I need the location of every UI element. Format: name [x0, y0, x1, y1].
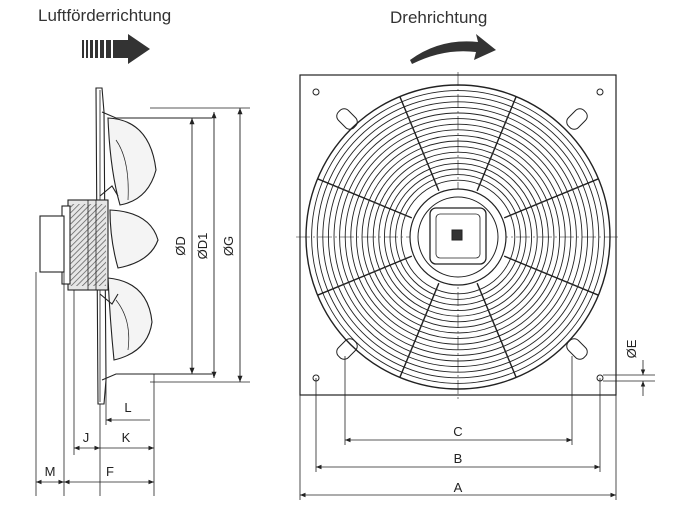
- dim-g-label: ØG: [221, 236, 236, 256]
- airflow-direction-title: Luftförderrichtung: [38, 6, 172, 25]
- dim-j-label: J: [83, 430, 90, 445]
- side-view-diameter-dimensions: [189, 108, 243, 382]
- guard-spoke: [317, 255, 413, 296]
- guard-spoke: [399, 96, 440, 192]
- dim-b-label: B: [454, 451, 463, 466]
- rotation-direction-title: Drehrichtung: [390, 8, 488, 27]
- guard-spoke: [476, 282, 517, 378]
- dim-l-label: L: [124, 400, 131, 415]
- guard-spoke: [476, 96, 517, 192]
- dim-a-label: A: [454, 480, 463, 495]
- dim-m-label: M: [45, 464, 56, 479]
- dim-c-label: C: [453, 424, 462, 439]
- rotation-arrow-icon: [410, 34, 496, 64]
- guard-spoke: [399, 282, 440, 378]
- dim-f-label: F: [106, 464, 114, 479]
- dim-e-label: ØE: [624, 339, 639, 358]
- front-view-width-dimensions: [299, 356, 655, 500]
- side-view-depth-dimensions: [35, 272, 155, 496]
- guard-spoke: [503, 178, 599, 219]
- airflow-arrow-icon: [82, 34, 150, 64]
- guard-spoke: [503, 255, 599, 296]
- dim-d-label: ØD: [173, 236, 188, 256]
- guard-spoke: [317, 178, 413, 219]
- fan-front-view: [296, 72, 620, 400]
- fan-side-view: [39, 87, 250, 405]
- dim-d1-label: ØD1: [195, 233, 210, 260]
- dim-k-label: K: [122, 430, 131, 445]
